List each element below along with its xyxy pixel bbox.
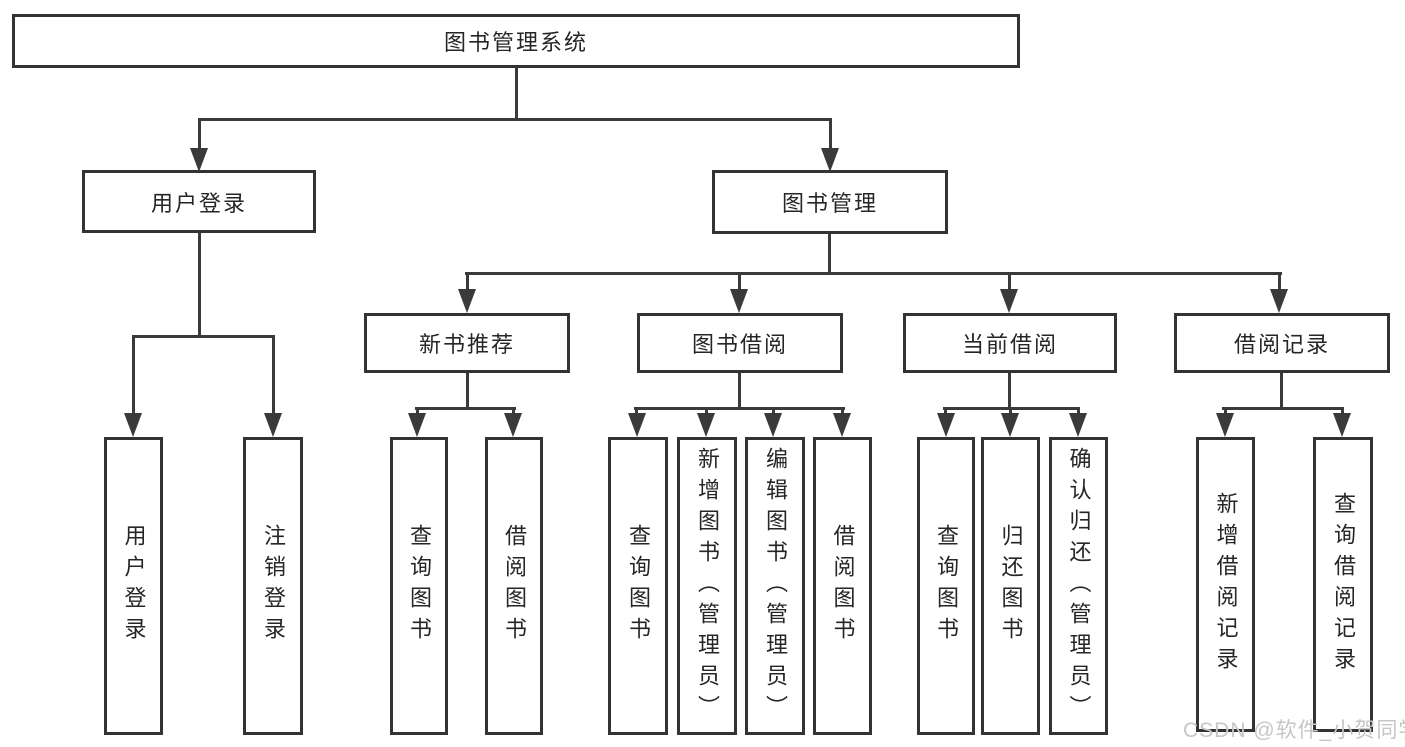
leaf-current-confirm-label: 确认归还（管理员） <box>1066 446 1092 726</box>
leaf-user-login: 用户登录 <box>104 437 163 735</box>
connector-l3-horizontal <box>465 272 1282 275</box>
node-user-login-label: 用户登录 <box>150 190 247 216</box>
arrowhead-g1-2 <box>264 413 282 437</box>
leaf-logout-label: 注销登录 <box>261 524 286 648</box>
connector-g2-horizontal <box>415 407 516 410</box>
connector-l3-drop-1 <box>466 272 469 292</box>
arrowhead-g1-1 <box>124 413 142 437</box>
node-book-mgmt: 图书管理 <box>712 170 948 234</box>
connector-g1-drop-2 <box>272 335 275 415</box>
connector-drop-user-login <box>198 118 201 150</box>
node-borrow-record-label: 借阅记录 <box>1233 332 1330 357</box>
leaf-newbook-query: 查询图书 <box>390 437 448 735</box>
node-current-borrow-label: 当前借阅 <box>961 332 1058 357</box>
leaf-current-return: 归还图书 <box>981 437 1040 735</box>
leaf-newbook-borrow: 借阅图书 <box>485 437 543 735</box>
connector-l3-drop-2 <box>738 272 741 292</box>
arrowhead-book-borrow <box>730 289 748 313</box>
connector-g1-drop-1 <box>132 335 135 415</box>
connector-g5-horizontal <box>1222 407 1344 410</box>
connector-g3-drop-4 <box>841 407 844 417</box>
connector-g4-drop-1 <box>944 407 947 417</box>
connector-current-borrow-trunk <box>1008 371 1011 409</box>
connector-g3-drop-3 <box>772 407 775 417</box>
connector-book-borrow-trunk <box>738 371 741 409</box>
connector-root-trunk <box>515 66 518 120</box>
connector-g1-horizontal <box>132 335 275 338</box>
leaf-borrow-edit: 编辑图书（管理员） <box>745 437 805 735</box>
leaf-user-login-label: 用户登录 <box>121 524 147 648</box>
leaf-record-query: 查询借阅记录 <box>1313 437 1373 732</box>
connector-g5-drop-2 <box>1341 407 1344 417</box>
leaf-record-add: 新增借阅记录 <box>1196 437 1255 732</box>
leaf-logout: 注销登录 <box>243 437 303 735</box>
arrowhead-user-login <box>190 148 208 172</box>
leaf-current-query: 查询图书 <box>917 437 975 735</box>
connector-l2-horizontal <box>198 118 832 121</box>
leaf-borrow-query: 查询图书 <box>608 437 668 735</box>
arrowhead-g4-1 <box>937 413 955 437</box>
arrowhead-g3-1 <box>628 413 646 437</box>
connector-g4-drop-3 <box>1077 407 1080 417</box>
connector-g2-drop-2 <box>512 407 515 417</box>
connector-g3-drop-2 <box>705 407 708 417</box>
leaf-record-add-label: 新增借阅记录 <box>1213 491 1239 678</box>
connector-g3-horizontal <box>634 407 845 410</box>
leaf-borrow-book: 借阅图书 <box>813 437 872 735</box>
connector-g4-drop-2 <box>1009 407 1012 417</box>
arrowhead-g4-3 <box>1069 413 1087 437</box>
arrowhead-g2-2 <box>504 413 522 437</box>
leaf-newbook-query-label: 查询图书 <box>407 524 432 648</box>
connector-l3-drop-4 <box>1278 272 1281 292</box>
leaf-borrow-book-label: 借阅图书 <box>830 524 856 648</box>
arrowhead-g3-3 <box>764 413 782 437</box>
node-root-label: 图书管理系统 <box>443 30 588 55</box>
node-new-book-rec: 新书推荐 <box>364 313 570 373</box>
node-current-borrow: 当前借阅 <box>903 313 1117 373</box>
node-book-mgmt-label: 图书管理 <box>781 191 878 216</box>
arrowhead-g3-4 <box>833 413 851 437</box>
connector-user-login-trunk <box>198 230 201 337</box>
connector-g2-drop-1 <box>416 407 419 417</box>
arrowhead-current-borrow <box>1000 289 1018 313</box>
connector-l3-drop-3 <box>1008 272 1011 292</box>
arrowhead-g2-1 <box>408 413 426 437</box>
connector-borrow-record-trunk <box>1280 371 1283 409</box>
leaf-borrow-query-label: 查询图书 <box>626 524 651 648</box>
leaf-record-query-label: 查询借阅记录 <box>1331 491 1356 678</box>
leaf-current-confirm: 确认归还（管理员） <box>1049 437 1108 735</box>
arrowhead-g5-2 <box>1333 413 1351 437</box>
leaf-borrow-add: 新增图书（管理员） <box>677 437 737 735</box>
node-borrow-record: 借阅记录 <box>1174 313 1390 373</box>
node-new-book-rec-label: 新书推荐 <box>418 332 515 357</box>
connector-g5-drop-1 <box>1224 407 1227 417</box>
arrowhead-new-book <box>458 289 476 313</box>
arrowhead-book-mgmt <box>821 148 839 172</box>
connector-book-mgmt-trunk <box>828 231 831 274</box>
connector-new-book-trunk <box>466 371 469 409</box>
connector-g3-drop-1 <box>635 407 638 417</box>
leaf-borrow-add-label: 新增图书（管理员） <box>695 446 720 726</box>
leaf-borrow-edit-label: 编辑图书（管理员） <box>763 446 788 726</box>
node-user-login: 用户登录 <box>82 170 316 233</box>
csdn-watermark: CSDN @软件_小贺同学 <box>1183 719 1405 742</box>
node-book-borrow-label: 图书借阅 <box>691 332 788 357</box>
arrowhead-g4-2 <box>1001 413 1019 437</box>
leaf-newbook-borrow-label: 借阅图书 <box>502 524 527 648</box>
arrowhead-borrow-record <box>1270 289 1288 313</box>
arrowhead-g5-1 <box>1216 413 1234 437</box>
connector-drop-book-mgmt <box>829 118 832 150</box>
node-book-borrow: 图书借阅 <box>637 313 843 373</box>
node-root: 图书管理系统 <box>12 14 1020 68</box>
arrowhead-g3-2 <box>697 413 715 437</box>
leaf-current-query-label: 查询图书 <box>934 524 959 648</box>
leaf-current-return-label: 归还图书 <box>998 524 1024 648</box>
